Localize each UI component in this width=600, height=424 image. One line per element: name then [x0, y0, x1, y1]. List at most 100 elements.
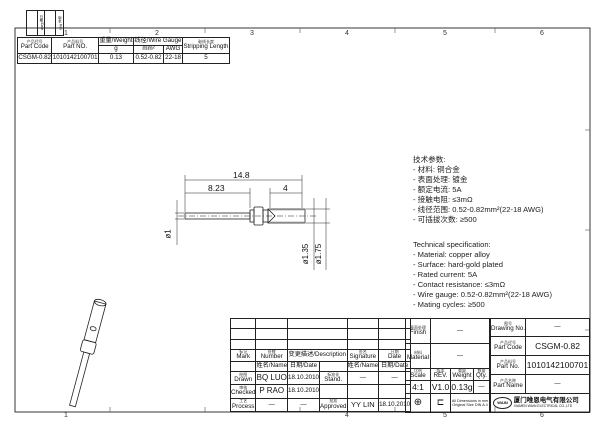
text-label: - Mating cycles: ≥500	[413, 300, 485, 309]
table-cell: V1.0	[430, 380, 451, 394]
table-cell	[26, 10, 38, 36]
text-label: 签名	[358, 348, 367, 354]
table-cell: 姓名/Name	[346, 360, 380, 372]
table-cell: 1010142100701	[51, 53, 99, 64]
dim-inner-diameter: ø1.35	[301, 243, 311, 265]
table-cell: 18.10.2010	[287, 384, 320, 399]
text-label: All Dimensions in mm	[451, 399, 489, 404]
text-label: 材料	[414, 349, 422, 355]
text-label: - 可插拔次数: ≥500	[413, 215, 477, 224]
table-cell: —	[346, 370, 380, 386]
text-label: 批准	[329, 398, 338, 404]
table-cell	[346, 317, 380, 330]
text-label: - Wire gauge: 0.52-0.82mm²(22-18 AWG)	[413, 290, 552, 299]
table-cell: 5	[181, 53, 231, 64]
text-label: Part No.	[496, 362, 520, 370]
table-cell: —	[430, 343, 490, 369]
projection-symbol-icon: ⊕	[405, 393, 431, 413]
table-cell: 0.13	[97, 53, 134, 64]
table-cell: —	[473, 380, 490, 394]
table-cell: 姓名/Name	[255, 360, 289, 372]
zone-label: 2	[155, 30, 159, 37]
table-cell: —	[255, 397, 289, 413]
dim-pin-diameter: ø1	[163, 229, 173, 239]
company-logo: WAIN	[493, 397, 512, 409]
text-label: 产品名称	[500, 377, 517, 383]
text-label: 技术参数:	[413, 155, 446, 164]
text-label: Part Code	[494, 343, 522, 351]
text-label: 图号	[504, 321, 513, 327]
table-cell: —	[430, 318, 490, 344]
text-label: - 接触电阻: ≤3mΩ	[413, 195, 473, 204]
zone-label: 4	[345, 30, 349, 37]
text-label: 剥线长度	[197, 39, 214, 45]
zone-label: 5	[443, 412, 447, 419]
text-label: Scale	[410, 372, 426, 380]
table-cell: g	[97, 45, 134, 54]
text-label: Drawing No.	[491, 325, 526, 333]
table-cell	[255, 338, 289, 350]
zone-label: 5	[443, 30, 447, 37]
table-cell	[319, 360, 348, 372]
text-label: 工艺	[239, 398, 248, 404]
table-cell: —	[525, 318, 590, 337]
spec-en: Technical specification: - Material: cop…	[413, 240, 552, 310]
side-view	[175, 175, 330, 270]
table-cell: 变更描述/Description	[287, 348, 348, 362]
text-label: 绘图	[239, 371, 248, 377]
text-label: - Surface: hard-gold plated	[413, 260, 503, 269]
text-label: Stand.	[324, 375, 343, 383]
dim-outer-diameter: ø1.75	[314, 243, 324, 265]
text-label: 产品代号	[26, 39, 43, 45]
table-cell	[255, 328, 289, 340]
text-label: Original Size DIN A 4	[452, 403, 488, 407]
table-cell: 日期/Date	[287, 360, 320, 372]
table-cell: CSGM-0.82	[525, 336, 590, 356]
text-label: 版本	[436, 368, 445, 374]
table-cell	[229, 338, 257, 350]
text-label: Approved	[320, 402, 347, 410]
table-row	[229, 328, 412, 340]
text-label: - 材料: 铜合金	[413, 165, 460, 174]
text-label: 处数	[267, 348, 276, 354]
table-cell: YY LIN	[346, 397, 380, 413]
zone-label: 6	[540, 30, 544, 37]
table-row	[229, 338, 412, 350]
text-label: Checked	[231, 389, 256, 397]
text-label: 产品料号	[500, 358, 517, 364]
text-label: Mark	[236, 353, 251, 361]
table-cell: 0.13g	[450, 380, 474, 394]
text-label: Date	[388, 353, 402, 361]
table-cell	[44, 10, 57, 36]
company-name-en: XIAMEN WAIN ELECTRICAL CO.,LTD	[513, 403, 573, 408]
table-cell	[346, 338, 380, 350]
table-cell	[229, 328, 257, 340]
